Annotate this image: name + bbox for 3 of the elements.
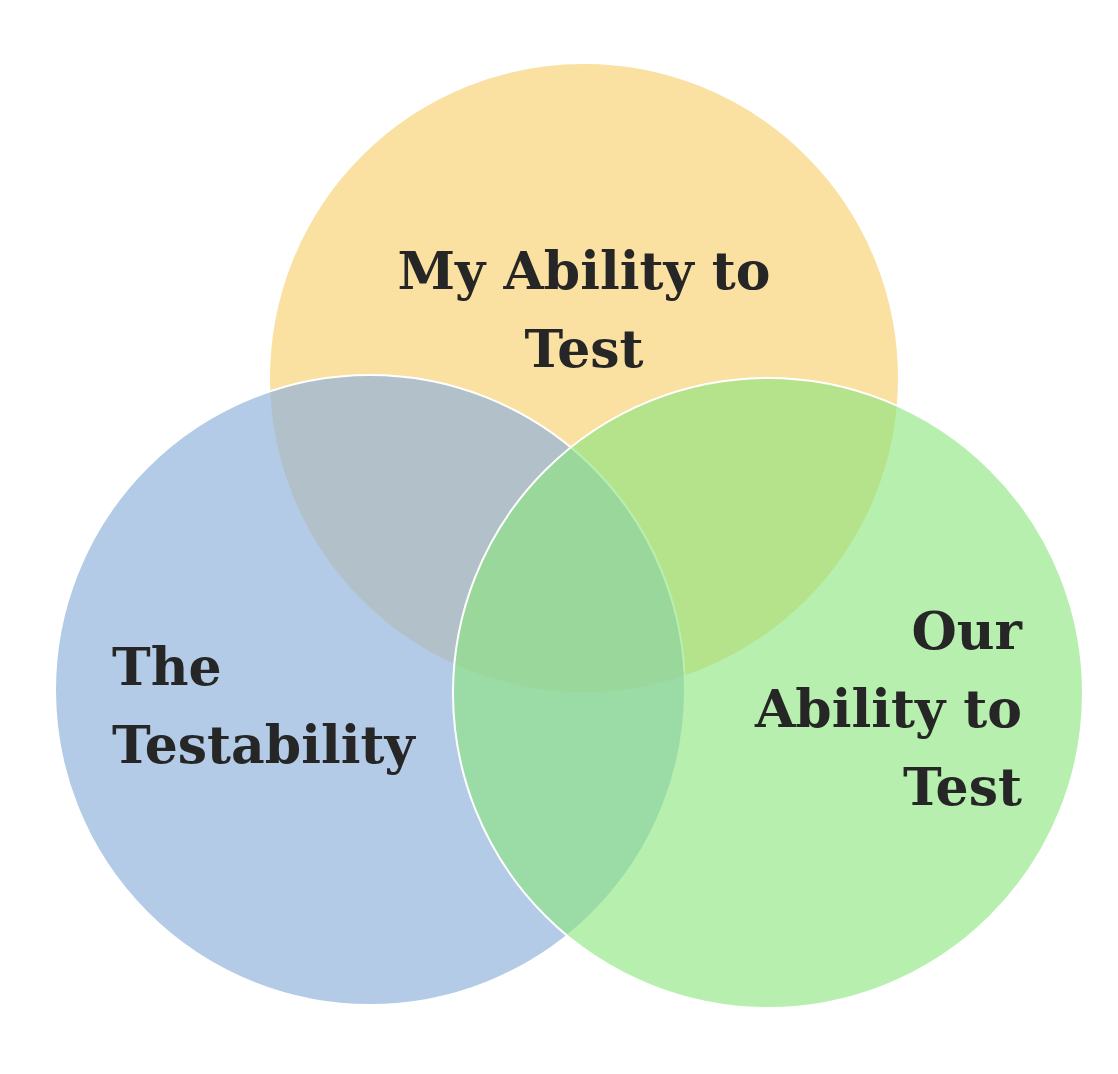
- circle-label: My Ability to Test: [396, 239, 772, 381]
- circle-label: The Testability: [112, 635, 417, 777]
- circle-label: Our Ability to Test: [753, 599, 1022, 819]
